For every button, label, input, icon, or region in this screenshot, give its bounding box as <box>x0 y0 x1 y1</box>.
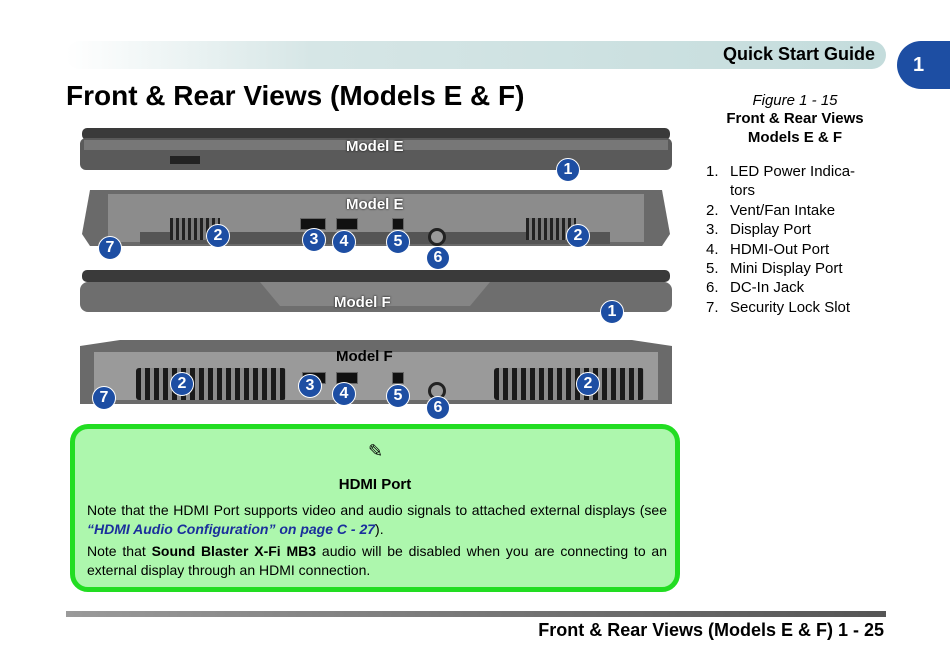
dc-in-jack-e <box>428 228 446 246</box>
legend-item: 5.Mini Display Port <box>706 260 843 278</box>
model-f-rear-view: Model F 2 3 4 5 6 2 7 <box>80 338 672 420</box>
callout-2: 2 <box>170 372 194 396</box>
callout-2: 2 <box>566 224 590 248</box>
vent-left-f <box>136 368 286 400</box>
vent-right-e <box>526 218 576 240</box>
figure-title-line1: Front & Rear Views <box>726 110 864 127</box>
model-e-front-illustration <box>80 128 672 170</box>
legend-item: 3.Display Port <box>706 221 811 239</box>
note-paragraph-1: Note that the HDMI Port supports video a… <box>87 502 667 537</box>
model-e-front-view: Model E 1 <box>80 126 672 182</box>
callout-3: 3 <box>302 228 326 252</box>
legend-item: 6.DC-In Jack <box>706 279 805 297</box>
footer-title: Front & Rear Views (Models E & F) 1 - 25 <box>538 620 884 640</box>
callout-7: 7 <box>92 386 116 410</box>
mini-display-port-f <box>392 372 404 384</box>
figure-legend: 1.LED Power Indica-tors 2.Vent/Fan Intak… <box>706 162 876 317</box>
legend-item: 4.HDMI-Out Port <box>706 240 830 258</box>
note-title: HDMI Port <box>338 476 412 493</box>
figure-title-line2: Models E & F <box>747 129 843 146</box>
model-label-f-front: Model F <box>334 294 391 311</box>
callout-6: 6 <box>426 396 450 420</box>
callout-4: 4 <box>332 230 356 254</box>
mini-display-port-e <box>392 218 404 230</box>
callout-2: 2 <box>206 224 230 248</box>
callout-1: 1 <box>600 300 624 324</box>
model-label-e-front: Model E <box>346 138 404 155</box>
legend-item: 2.Vent/Fan Intake <box>706 201 836 219</box>
header-title: Quick Start Guide <box>722 44 875 64</box>
callout-1: 1 <box>556 158 580 182</box>
note-paragraph-2: Note that Sound Blaster X-Fi MB3 audio w… <box>87 543 667 578</box>
vent-right-f <box>494 368 644 400</box>
model-label-f-rear: Model F <box>336 348 393 365</box>
laptop-views-figure: Model E 1 Model E 2 3 4 5 6 2 7 Model F … <box>74 124 674 420</box>
callout-2: 2 <box>576 372 600 396</box>
callout-5: 5 <box>386 230 410 254</box>
legend-item: 7.Security Lock Slot <box>706 298 851 316</box>
chapter-tab[interactable]: 1 <box>897 41 950 89</box>
hdmi-note-box: ✎ HDMI Port Note that the HDMI Port supp… <box>70 424 680 592</box>
model-e-rear-view: Model E 2 3 4 5 6 2 7 <box>80 184 672 270</box>
callout-4: 4 <box>332 382 356 406</box>
callout-7: 7 <box>98 236 122 260</box>
callout-6: 6 <box>426 246 450 270</box>
callout-3: 3 <box>298 374 322 398</box>
header-bar <box>66 41 886 69</box>
footer-rule <box>66 611 886 617</box>
model-f-front-view: Model F 1 <box>80 268 672 324</box>
hdmi-port-e <box>336 218 358 230</box>
legend-item: 1.LED Power Indica-tors <box>706 163 856 200</box>
page-title: Front & Rear Views (Models E & F) <box>66 80 525 111</box>
hdmi-audio-config-link[interactable]: “HDMI Audio Configuration” on page C - 2… <box>87 521 376 537</box>
model-label-e-rear: Model E <box>346 196 404 213</box>
model-f-front-illustration <box>80 270 672 312</box>
pencil-icon: ✎ <box>368 441 384 461</box>
figure-number: Figure 1 - 15 <box>752 92 838 109</box>
callout-5: 5 <box>386 384 410 408</box>
figure-caption: Figure 1 - 15 Front & Rear Views Models … <box>700 92 890 147</box>
